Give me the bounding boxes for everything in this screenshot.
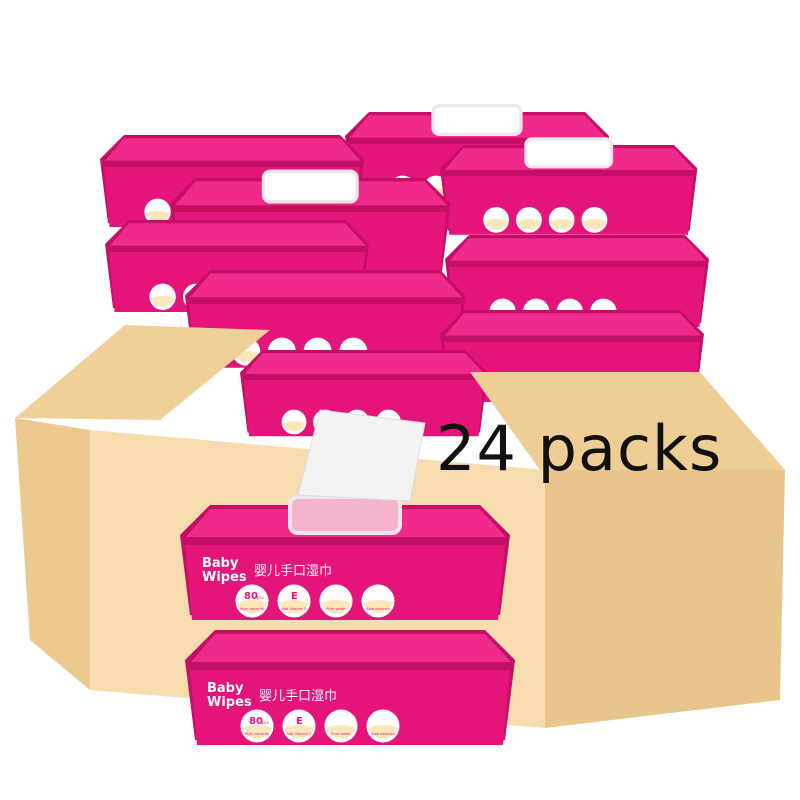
feature-badge xyxy=(149,283,176,311)
feature-badge: Aloe essence xyxy=(366,709,400,743)
pack-count-label: 24 packs xyxy=(436,412,723,485)
feature-badge xyxy=(483,207,510,233)
brand-cn: 婴儿手口湿巾 xyxy=(259,689,337,704)
wipes-pack xyxy=(440,137,698,235)
box-inner-left xyxy=(15,418,90,690)
feature-badge xyxy=(281,409,307,435)
brand-en: Baby xyxy=(202,556,239,571)
feature-badge xyxy=(548,207,575,233)
svg-text:80: 80 xyxy=(249,716,263,727)
feature-badge: Pure water xyxy=(324,709,358,743)
lid xyxy=(431,103,523,137)
svg-text:E: E xyxy=(296,716,303,727)
box-left-flap xyxy=(15,325,270,420)
feature-badge: Pure water xyxy=(319,584,353,618)
svg-text:High capacity: High capacity xyxy=(245,732,270,736)
box-side xyxy=(545,470,785,728)
svg-text:Add Vitamin E: Add Vitamin E xyxy=(281,607,307,611)
svg-text:pcs: pcs xyxy=(257,595,264,600)
svg-text:Aloe essence: Aloe essence xyxy=(371,732,395,736)
svg-text:pcs: pcs xyxy=(262,720,269,725)
brand-en-line2: Wipes xyxy=(207,695,252,710)
lid xyxy=(261,169,359,204)
brand-en: Baby xyxy=(207,681,244,696)
brand-cn: 婴儿手口湿巾 xyxy=(254,564,332,579)
brand-en-line2: Wipes xyxy=(202,570,247,585)
feature-badge xyxy=(581,207,608,233)
svg-text:High capacity: High capacity xyxy=(240,607,265,611)
svg-text:80: 80 xyxy=(244,591,258,602)
feature-badge xyxy=(144,198,171,226)
feature-badge: E Add Vitamin E xyxy=(282,709,316,743)
box-right-flap xyxy=(470,372,785,470)
svg-text:Add Vitamin E: Add Vitamin E xyxy=(286,732,312,736)
open-lid xyxy=(297,409,426,502)
svg-text:E: E xyxy=(291,591,298,602)
svg-text:Pure water: Pure water xyxy=(326,607,346,611)
lid xyxy=(288,495,402,535)
feature-badge xyxy=(516,207,542,233)
svg-text:Aloe essence: Aloe essence xyxy=(366,607,390,611)
svg-text:Pure water: Pure water xyxy=(331,732,351,736)
lid xyxy=(524,137,614,169)
feature-badge: Aloe essence xyxy=(361,584,395,618)
feature-badge: E Add Vitamin E xyxy=(277,584,311,618)
